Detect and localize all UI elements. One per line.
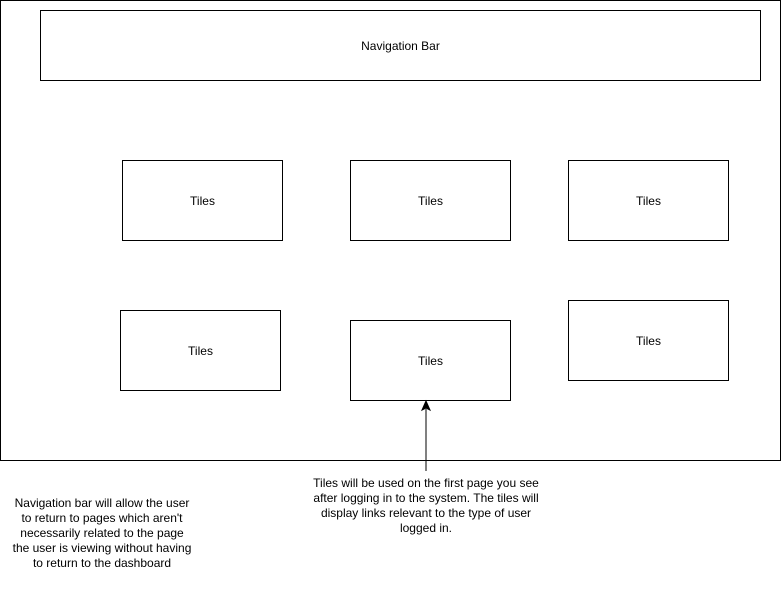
tile-label: Tiles [190, 193, 215, 208]
tile-label: Tiles [636, 333, 661, 348]
tile-4: Tiles [120, 310, 281, 391]
navigation-bar: Navigation Bar [40, 10, 761, 81]
tile-6: Tiles [568, 300, 729, 381]
tile-label: Tiles [636, 193, 661, 208]
tile-label: Tiles [188, 343, 213, 358]
tile-2: Tiles [350, 160, 511, 241]
tile-5: Tiles [350, 320, 511, 401]
tiles-annotation: Tiles will be used on the first page you… [313, 476, 539, 535]
navigation-annotation: Navigation bar will allow the user to re… [12, 496, 192, 570]
navigation-bar-label: Navigation Bar [361, 38, 440, 53]
tile-label: Tiles [418, 353, 443, 368]
tile-label: Tiles [418, 193, 443, 208]
tile-3: Tiles [568, 160, 729, 241]
tile-1: Tiles [122, 160, 283, 241]
